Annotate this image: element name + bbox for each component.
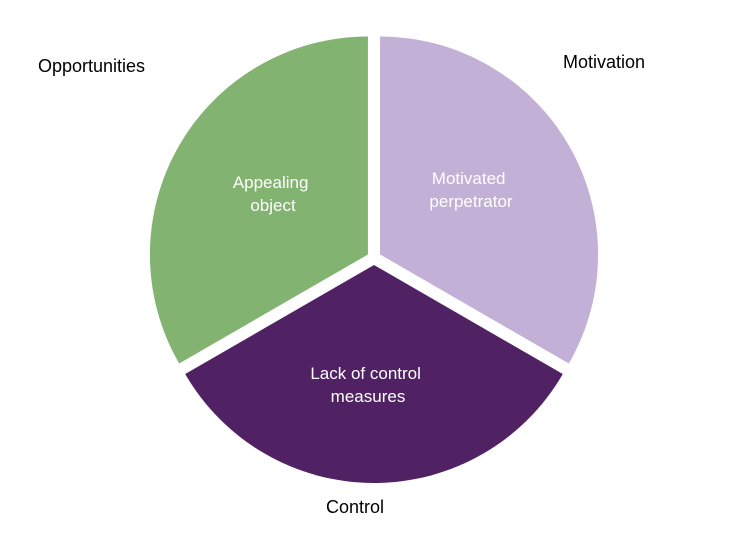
segment-appealing: Appealing object bbox=[149, 36, 368, 364]
segment-motivated-shape bbox=[380, 36, 599, 364]
segment-control: Lack of control measures bbox=[185, 265, 563, 483]
label-control: Control bbox=[326, 497, 385, 517]
segment-motivated-label: Motivated perpetrator bbox=[429, 169, 512, 211]
label-opportunities: Opportunities bbox=[38, 56, 146, 76]
segment-appealing-shape bbox=[149, 36, 368, 364]
segment-control-label: Lack of control measures bbox=[310, 364, 425, 406]
segment-control-shape bbox=[185, 265, 563, 483]
segment-appealing-label: Appealing object bbox=[233, 173, 313, 215]
label-motivation: Motivation bbox=[563, 52, 646, 72]
segment-motivated: Motivated perpetrator bbox=[380, 36, 599, 364]
